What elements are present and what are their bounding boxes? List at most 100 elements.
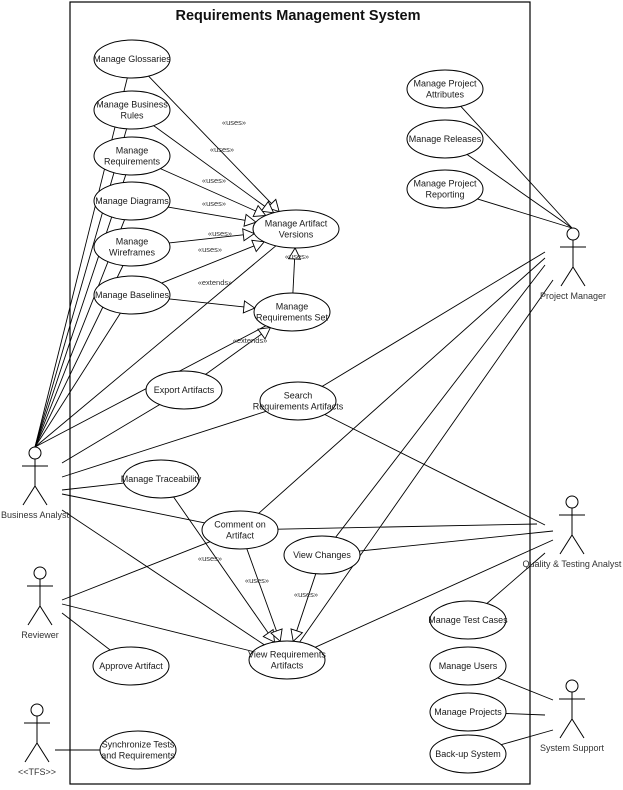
use-case-ellipse[interactable]: [252, 209, 340, 249]
use-case-label: Attributes: [426, 90, 465, 100]
stereotype-labels-layer: «uses»«uses»«uses»«uses»«uses»«uses»«use…: [198, 118, 318, 599]
use-case-ellipse[interactable]: [259, 381, 337, 421]
use-case-label: Wireframes: [109, 248, 156, 258]
use-case-ellipse[interactable]: [248, 640, 326, 680]
actor-label: System Support: [540, 743, 605, 753]
stereotype-label: «uses»: [222, 118, 246, 127]
use-case-label: Manage Users: [439, 661, 498, 671]
stick-figure-icon: [559, 679, 585, 739]
association-ba-export: [61, 404, 160, 464]
arrowhead-icon: [243, 213, 257, 227]
use-case-ellipse[interactable]: [93, 227, 171, 267]
use-case-ellipse[interactable]: [429, 734, 507, 774]
association-rv-view-req: [61, 603, 254, 652]
use-case-label: Versions: [279, 230, 314, 240]
use-case-ellipse[interactable]: [406, 119, 484, 159]
association-qa-comment: [277, 523, 538, 530]
use-case-ellipse[interactable]: [93, 275, 171, 315]
use-case-backup[interactable]: Back-up System: [429, 734, 507, 774]
use-case-label: Manage Glossaries: [93, 54, 171, 64]
association-ss-projects: [505, 713, 546, 716]
actor-reviewer[interactable]: Reviewer: [21, 566, 59, 640]
arrowhead-icon: [290, 628, 304, 643]
use-case-glossaries[interactable]: Manage Glossaries: [93, 39, 171, 79]
use-case-label: Requirements Set: [256, 313, 329, 323]
arrowhead-icon: [270, 628, 283, 643]
association-qa-test-cases: [486, 552, 546, 604]
stereotype-label: «uses»: [198, 554, 222, 563]
use-case-ellipse[interactable]: [201, 510, 279, 550]
use-case-view-changes[interactable]: View Changes: [283, 535, 361, 575]
association-rv-approve: [61, 612, 111, 651]
use-case-ellipse[interactable]: [429, 646, 507, 686]
use-case-label: and Requirements: [101, 751, 175, 761]
stereotype-label: «extends»: [233, 336, 268, 345]
use-case-diagrams[interactable]: Manage Diagrams: [93, 181, 171, 221]
association-ss-users: [497, 677, 554, 701]
use-case-label: Manage Test Cases: [428, 615, 508, 625]
use-case-ellipse[interactable]: [253, 292, 331, 332]
use-case-test-cases[interactable]: Manage Test Cases: [428, 600, 508, 640]
use-case-ellipse[interactable]: [406, 169, 484, 209]
relationship-line-diagrams-to-artifact-versions: [167, 206, 246, 221]
use-case-label: Manage Projects: [434, 707, 502, 717]
relationship-line-business-rules-to-artifact-versions: [153, 125, 265, 207]
use-case-releases[interactable]: Manage Releases: [406, 119, 484, 159]
relationship-line-export-to-req-set: [205, 333, 262, 375]
use-case-label: Requirements: [104, 157, 161, 167]
use-case-projects[interactable]: Manage Projects: [429, 692, 507, 732]
arrowhead-icon: [287, 247, 302, 260]
use-case-ellipse[interactable]: [93, 90, 171, 130]
stereotype-label: «uses»: [285, 252, 309, 261]
use-case-users[interactable]: Manage Users: [429, 646, 507, 686]
use-case-ellipse[interactable]: [429, 692, 507, 732]
actor-system-support[interactable]: System Support: [540, 679, 605, 753]
association-ba-search: [61, 410, 267, 478]
relationship-line-view-changes-to-view-req: [296, 573, 317, 631]
arrowhead-icon: [257, 327, 272, 340]
actor-label: Project Manager: [540, 291, 606, 301]
association-pm-search: [321, 251, 546, 387]
association-pm-view-changes: [335, 264, 546, 538]
actor-project-manager[interactable]: Project Manager: [540, 227, 606, 301]
actor-tfs[interactable]: <<TFS>>: [18, 703, 56, 777]
use-case-ellipse[interactable]: [406, 69, 484, 109]
use-case-baselines[interactable]: Manage Baselines: [93, 275, 171, 315]
use-case-approve[interactable]: Approve Artifact: [92, 646, 170, 686]
use-case-ellipse[interactable]: [93, 181, 171, 221]
association-pm-project-attributes: [460, 105, 573, 229]
use-case-ellipse[interactable]: [283, 535, 361, 575]
use-case-ellipse[interactable]: [93, 136, 171, 176]
use-case-traceability[interactable]: Manage Traceability: [121, 459, 202, 499]
use-case-label: Synchronize Tests: [102, 740, 175, 750]
stereotype-label: «uses»: [245, 576, 269, 585]
system-title: Requirements Management System: [176, 8, 421, 24]
stick-figure-icon: [560, 227, 586, 287]
use-case-ellipse[interactable]: [145, 370, 223, 410]
use-case-ellipse[interactable]: [122, 459, 200, 499]
actor-business-analyst[interactable]: Business Analyst: [1, 446, 70, 520]
use-case-label: Manage: [276, 302, 309, 312]
use-case-export[interactable]: Export Artifacts: [145, 370, 223, 410]
use-case-label: Search: [284, 391, 313, 401]
use-case-ellipse[interactable]: [99, 730, 177, 770]
use-case-ellipse[interactable]: [429, 600, 507, 640]
use-case-ellipse[interactable]: [93, 39, 171, 79]
use-case-label: Manage Baselines: [95, 290, 170, 300]
use-case-ellipse[interactable]: [92, 646, 170, 686]
use-case-label: Back-up System: [435, 749, 501, 759]
arrowhead-icon: [260, 200, 275, 214]
actor-quality-testing-analyst[interactable]: Quality & Testing Analyst: [523, 495, 622, 569]
